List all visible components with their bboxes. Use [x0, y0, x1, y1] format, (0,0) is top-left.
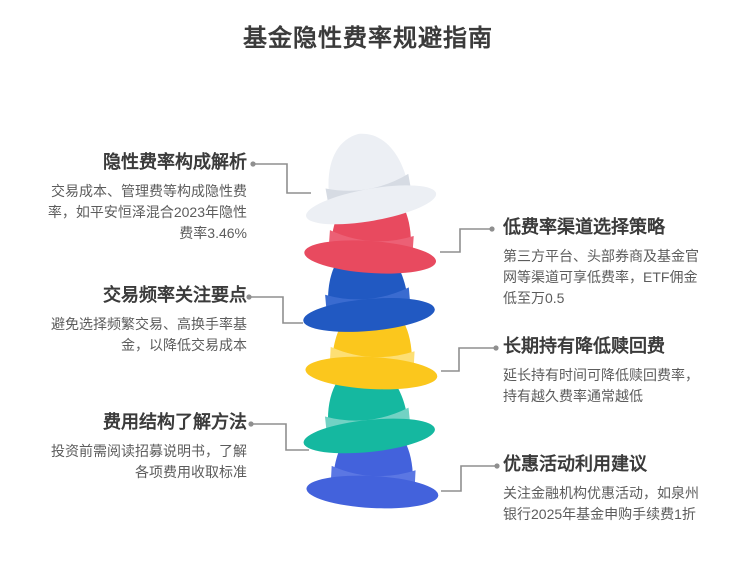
info-body: 避免选择频繁交易、高换手率基金，以降低交易成本	[51, 315, 247, 353]
connector-left-1-dot	[250, 161, 256, 167]
connector-left-1	[253, 163, 311, 194]
info-body: 关注金融机构优惠活动，如泉州银行2025年基金申购手续费1折	[503, 484, 699, 522]
info-block-low-fee-channel: 低费率渠道选择策略 第三方平台、头部券商及基金官网等渠道可享低费率，ETF佣金低…	[503, 216, 708, 309]
hat-stack-illustration	[303, 133, 439, 509]
connector-left-3-dot	[248, 421, 254, 427]
connector-right-1	[440, 228, 491, 253]
red-hat	[304, 185, 437, 274]
info-block-trading-frequency: 交易频率关注要点 避免选择频繁交易、高换手率基金，以降低交易成本	[42, 284, 247, 356]
info-block-promotions: 优惠活动利用建议 关注金融机构优惠活动，如泉州银行2025年基金申购手续费1折	[503, 453, 708, 525]
info-heading: 长期持有降低赎回费	[503, 336, 665, 356]
connector-left-3	[251, 423, 309, 451]
connector-right-3-dot	[494, 463, 500, 469]
info-block-fee-structure: 费用结构了解方法 投资前需阅读招募说明书，了解各项费用收取标准	[42, 411, 247, 483]
connector-right-2	[441, 347, 494, 372]
info-block-long-term-holding: 长期持有降低赎回费 延长持有时间可降低赎回费率，持有越久费率通常越低	[503, 335, 708, 407]
info-body: 延长持有时间可降低赎回费率，持有越久费率通常越低	[503, 366, 699, 404]
yellow-hat	[305, 301, 438, 390]
connector-left-2	[249, 296, 303, 324]
indigo-hat	[306, 420, 439, 509]
connector-right-1-dot	[489, 226, 495, 232]
connector-lines	[246, 161, 500, 492]
info-heading: 优惠活动利用建议	[503, 454, 647, 474]
info-heading: 低费率渠道选择策略	[503, 217, 665, 237]
info-heading: 交易频率关注要点	[103, 285, 247, 305]
connector-right-3	[441, 465, 495, 492]
page-title: 基金隐性费率规避指南	[243, 25, 493, 52]
teal-hat	[303, 364, 435, 454]
connector-right-2-dot	[493, 345, 499, 351]
connector-left-2-dot	[246, 294, 252, 300]
info-body: 交易成本、管理费等构成隐性费率，如平安恒泽混合2023年隐性费率3.46%	[47, 182, 247, 241]
white-hat	[306, 133, 437, 225]
info-heading: 隐性费率构成解析	[103, 152, 247, 172]
info-block-hidden-fee-composition: 隐性费率构成解析 交易成本、管理费等构成隐性费率，如平安恒泽混合2023年隐性费…	[42, 151, 247, 244]
blue-hat	[303, 243, 435, 332]
info-body: 投资前需阅读招募说明书，了解各项费用收取标准	[51, 442, 247, 480]
info-heading: 费用结构了解方法	[103, 412, 247, 432]
info-body: 第三方平台、头部券商及基金官网等渠道可享低费率，ETF佣金低至万0.5	[503, 247, 699, 306]
